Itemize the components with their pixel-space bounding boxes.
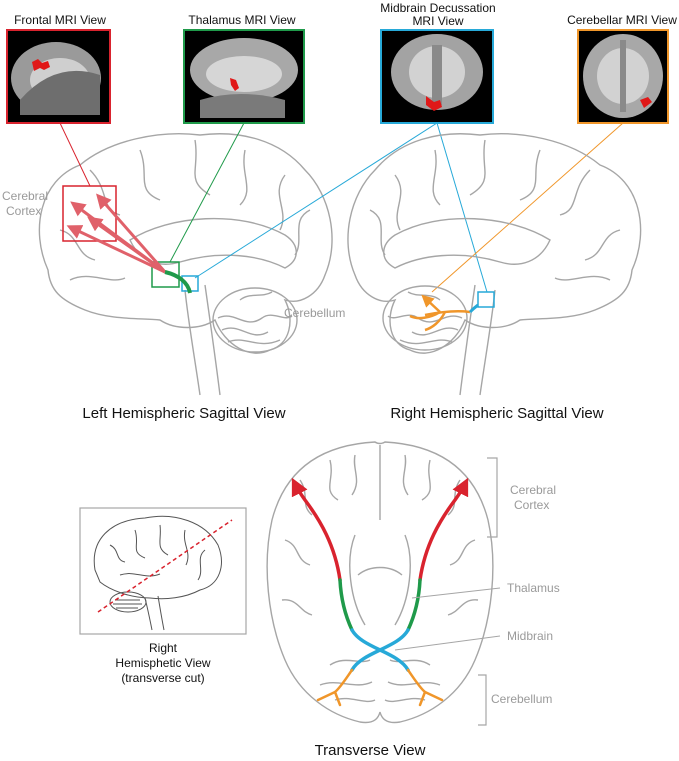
transverse-left-cortical-tract <box>291 477 342 582</box>
cerebellar-connector <box>431 122 624 293</box>
right-sagittal-caption: Right Hemispheric Sagittal View <box>390 405 603 422</box>
transverse-left-cerebellar-tract <box>316 668 354 707</box>
frontal-mri-highlight <box>32 59 50 71</box>
transverse-thalamus-label: Thalamus <box>507 581 560 595</box>
midbrain-mri-panel: Midbrain Decussation MRI View <box>380 1 496 124</box>
thalamus-mri-title: Thalamus MRI View <box>188 13 295 27</box>
transverse-right-thalamic-tract <box>406 578 422 632</box>
thalamus-leader <box>411 587 501 599</box>
left-sagittal-caption: Left Hemispheric Sagittal View <box>82 405 285 422</box>
right-brain-outline <box>347 133 642 354</box>
midbrain-connector-right <box>436 122 488 293</box>
left-cortex-label-2: Cortex <box>6 204 41 218</box>
transverse-midbrain-decussation <box>350 628 410 672</box>
left-cortical-tracts <box>66 193 167 274</box>
transverse-cortex-label-2: Cortex <box>514 498 549 512</box>
midbrain-mri-highlight <box>426 96 442 111</box>
left-brainstem <box>184 284 221 396</box>
left-thalamic-tract <box>164 270 192 294</box>
frontal-connector <box>59 122 91 187</box>
cerebellum-bracket <box>478 674 487 726</box>
right-midbrain-box <box>477 291 495 308</box>
midbrain-leader <box>394 635 501 651</box>
left-thalamus-box <box>151 261 180 288</box>
thalamus-mri-panel: Thalamus MRI View <box>183 13 305 124</box>
frontal-mri-title: Frontal MRI View <box>14 13 106 27</box>
inset-brain <box>93 515 222 631</box>
cerebellar-mri-panel: Cerebellar MRI View <box>567 13 677 124</box>
inset-caption-3: (transverse cut) <box>121 671 204 685</box>
transverse-left-thalamic-tract <box>338 578 354 632</box>
right-cerebellar-tracts <box>409 294 471 332</box>
midbrain-mri-title-1: Midbrain Decussation <box>380 1 495 15</box>
thalamus-connector <box>169 122 245 263</box>
frontal-mri-panel: Frontal MRI View <box>6 13 111 124</box>
transverse-caption: Transverse View <box>315 742 426 759</box>
left-brain-outline <box>38 133 333 354</box>
transverse-right-cortical-tract <box>418 477 469 582</box>
left-cortex-label-1: Cerebral <box>2 189 48 203</box>
right-tract-arrow <box>421 294 441 313</box>
left-tract-arrow-2 <box>96 193 167 273</box>
transverse-tracts <box>291 477 469 707</box>
cortex-bracket <box>487 457 498 538</box>
transverse-midbrain-label: Midbrain <box>507 629 553 643</box>
left-tract-arrow-4 <box>87 216 166 274</box>
midbrain-connector-left <box>194 122 438 279</box>
cerebellar-mri-highlight <box>640 97 652 108</box>
transverse-cerebellum-label: Cerebellum <box>491 692 552 706</box>
transverse-right-cerebellar-tract <box>406 668 444 707</box>
transverse-brain <box>266 441 494 724</box>
right-midbrain-tract <box>468 303 479 314</box>
inset-frame <box>79 507 247 635</box>
transverse-cut-line <box>97 519 233 613</box>
cerebellar-mri-title: Cerebellar MRI View <box>567 13 677 27</box>
transverse-outline <box>266 441 494 724</box>
midbrain-mri-title-2: MRI View <box>412 14 463 28</box>
right-sagittal-brain <box>347 133 642 396</box>
left-cerebellum <box>212 287 298 353</box>
inset-caption-2: Hemisphetic View <box>115 656 210 670</box>
inset-caption-1: Right <box>149 641 178 655</box>
thalamus-mri-highlight <box>230 78 239 91</box>
left-tract-arrow-3 <box>66 225 166 274</box>
left-cerebellum-label: Cerebellum <box>284 306 345 320</box>
transverse-cortex-label-1: Cerebral <box>510 483 556 497</box>
left-sagittal-brain <box>38 133 333 396</box>
